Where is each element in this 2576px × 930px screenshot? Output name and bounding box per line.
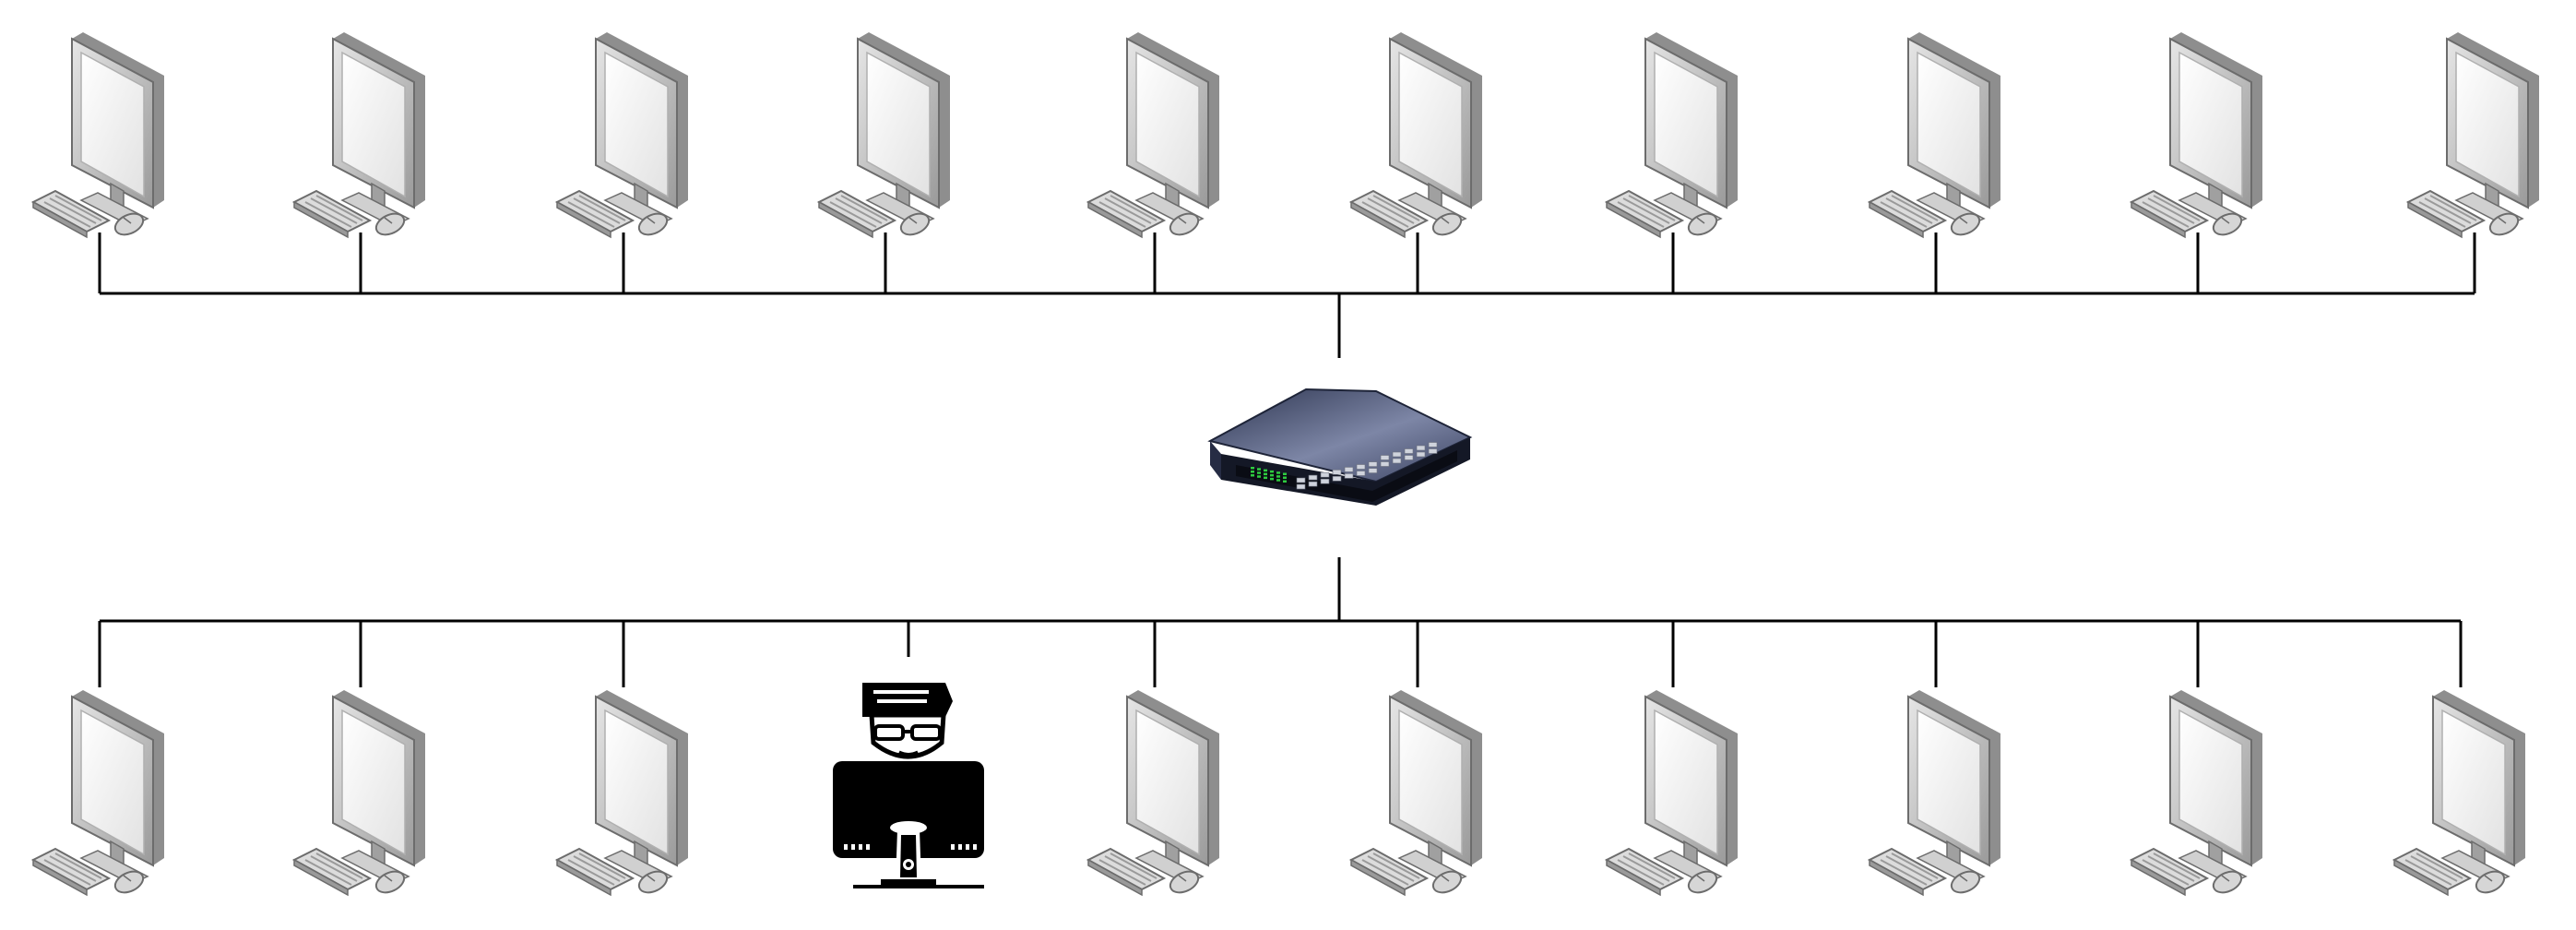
desktop-computer-icon (293, 31, 426, 240)
switch-port (1296, 483, 1306, 490)
workstation-node[interactable] (1350, 689, 1483, 898)
switch-port (1344, 467, 1354, 472)
status-led (1283, 472, 1287, 475)
switch-port (1320, 478, 1330, 484)
workstation-node[interactable] (32, 31, 165, 240)
hacker-icon (833, 683, 984, 888)
switch-port (1368, 461, 1378, 467)
status-led (1270, 477, 1274, 481)
workstation-node[interactable] (2131, 689, 2263, 898)
workstation-node[interactable] (556, 31, 689, 240)
desktop-computer-icon (818, 31, 951, 240)
desktop-computer-icon (2407, 31, 2540, 240)
status-led (1276, 471, 1280, 474)
status-led (1251, 471, 1254, 473)
desktop-computer-icon (1087, 689, 1220, 898)
desktop-computer-icon (2393, 689, 2526, 898)
status-led (1283, 480, 1287, 483)
status-led (1264, 476, 1267, 480)
workstation-node[interactable] (2393, 689, 2526, 898)
switch-port (1308, 481, 1318, 487)
workstation-node[interactable] (1087, 31, 1220, 240)
switch-port (1404, 455, 1414, 460)
workstation-node[interactable] (293, 689, 426, 898)
switch-port (1368, 468, 1378, 473)
switch-port (1392, 451, 1402, 458)
workstation-node[interactable] (2407, 31, 2540, 240)
workstation-node[interactable] (818, 31, 951, 240)
status-led (1257, 475, 1261, 478)
workstation-node[interactable] (1869, 689, 2001, 898)
switch-port (1416, 445, 1426, 451)
status-led (1264, 472, 1267, 476)
connector-lines (98, 232, 2476, 687)
switch-port (1416, 451, 1426, 458)
desktop-computer-icon (1087, 31, 1220, 240)
workstation-node[interactable] (1606, 31, 1739, 240)
switch-port (1356, 471, 1366, 476)
desktop-computer-icon (2131, 31, 2263, 240)
desktop-computer-icon (556, 689, 689, 898)
workstation-node[interactable] (2131, 31, 2263, 240)
switch-port (1308, 474, 1318, 481)
status-led (1276, 475, 1280, 478)
workstation-node[interactable] (1869, 31, 2001, 240)
status-led (1283, 476, 1287, 479)
switch-port (1356, 464, 1366, 470)
network-switch-icon (1207, 388, 1473, 506)
status-led (1270, 473, 1274, 477)
desktop-computer-icon (556, 31, 689, 240)
switch-port (1332, 470, 1342, 475)
switch-port (1380, 461, 1390, 467)
desktop-computer-icon (293, 689, 426, 898)
workstation-node[interactable] (1087, 689, 1220, 898)
switch-port (1320, 471, 1330, 478)
workstation-node[interactable] (293, 31, 426, 240)
status-led (1257, 468, 1261, 471)
desktop-computer-icon (1869, 31, 2001, 240)
switch-port (1380, 455, 1390, 460)
status-led (1257, 471, 1261, 474)
status-led (1270, 470, 1274, 473)
switch-port (1428, 442, 1438, 447)
workstation-node[interactable] (32, 689, 165, 898)
workstation-node[interactable] (556, 689, 689, 898)
status-led (1251, 467, 1254, 470)
desktop-computer-icon (32, 31, 165, 240)
switch-port (1392, 458, 1402, 464)
switch-port (1296, 477, 1306, 483)
desktop-computer-icon (1350, 31, 1483, 240)
network-switch[interactable] (1207, 388, 1473, 506)
switch-port (1332, 475, 1342, 482)
status-led (1264, 469, 1267, 472)
switch-port (1404, 448, 1414, 454)
switch-port (1344, 473, 1354, 479)
desktop-computer-icon (2131, 689, 2263, 898)
nodes (32, 31, 2540, 898)
desktop-computer-icon (1350, 689, 1483, 898)
status-led (1251, 474, 1254, 477)
workstation-node[interactable] (1350, 31, 1483, 240)
switch-port (1428, 448, 1438, 454)
desktop-computer-icon (1606, 31, 1739, 240)
desktop-computer-icon (32, 689, 165, 898)
attacker-node[interactable] (833, 683, 984, 888)
status-led (1276, 479, 1280, 482)
desktop-computer-icon (1606, 689, 1739, 898)
workstation-node[interactable] (1606, 689, 1739, 898)
desktop-computer-icon (1869, 689, 2001, 898)
